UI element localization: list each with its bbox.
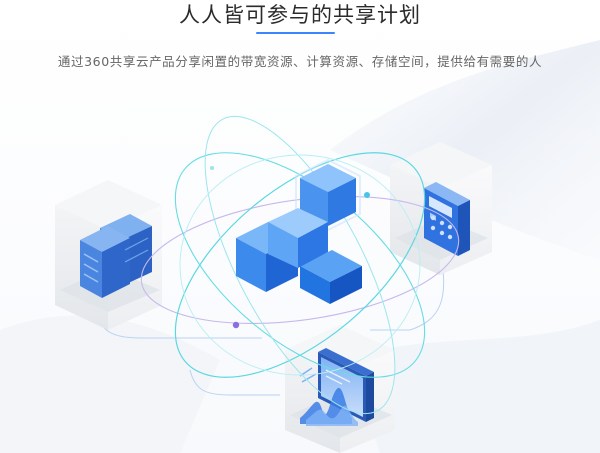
orbit-rings: [140, 115, 460, 415]
monitor-chart-icon: [299, 348, 374, 426]
orbit-dots: [210, 166, 370, 329]
server-rack-icon: [80, 214, 152, 298]
section-title: 人人皆可参与的共享计划: [179, 3, 421, 27]
section-description: 通过360共享云产品分享闲置的带宽资源、计算资源、存储空间，提供给有需要的人: [57, 54, 543, 69]
title-underline: [256, 32, 335, 34]
shared-cloud-cubes-icon: [236, 158, 362, 304]
calculator-icon: [424, 182, 470, 256]
